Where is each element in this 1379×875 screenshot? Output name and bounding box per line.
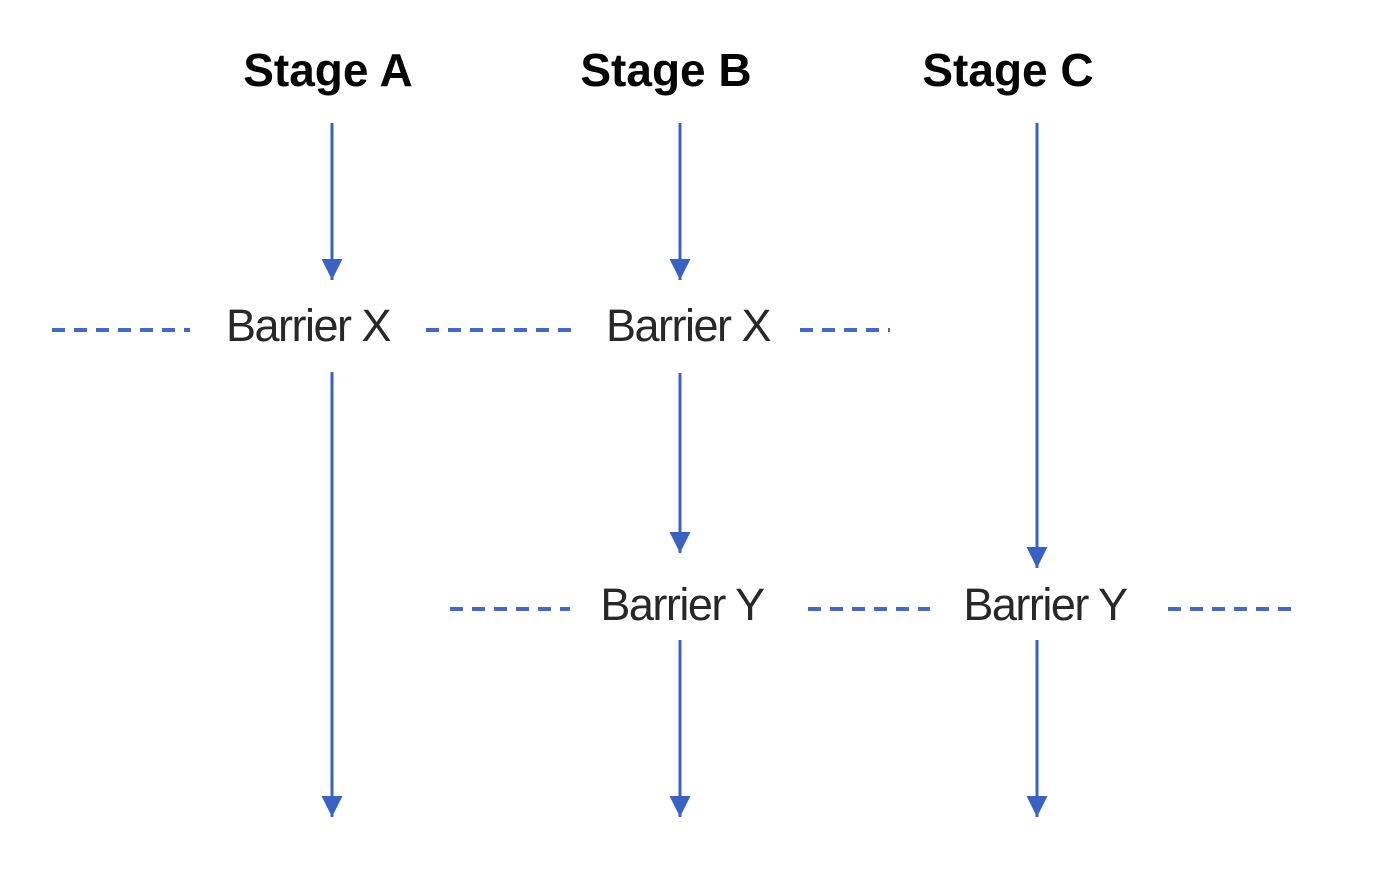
barrier-y-label-stage-b: Barrier Y <box>600 579 765 630</box>
barrier-x-label-stage-a: Barrier X <box>225 300 392 351</box>
barrier-y-label-stage-c: Barrier Y <box>963 579 1128 630</box>
stage-b-title: Stage B <box>580 44 752 96</box>
barrier-x-label-stage-b: Barrier X <box>605 300 772 351</box>
stage-c-title: Stage C <box>922 44 1094 96</box>
stage-a-title: Stage A <box>243 44 413 96</box>
